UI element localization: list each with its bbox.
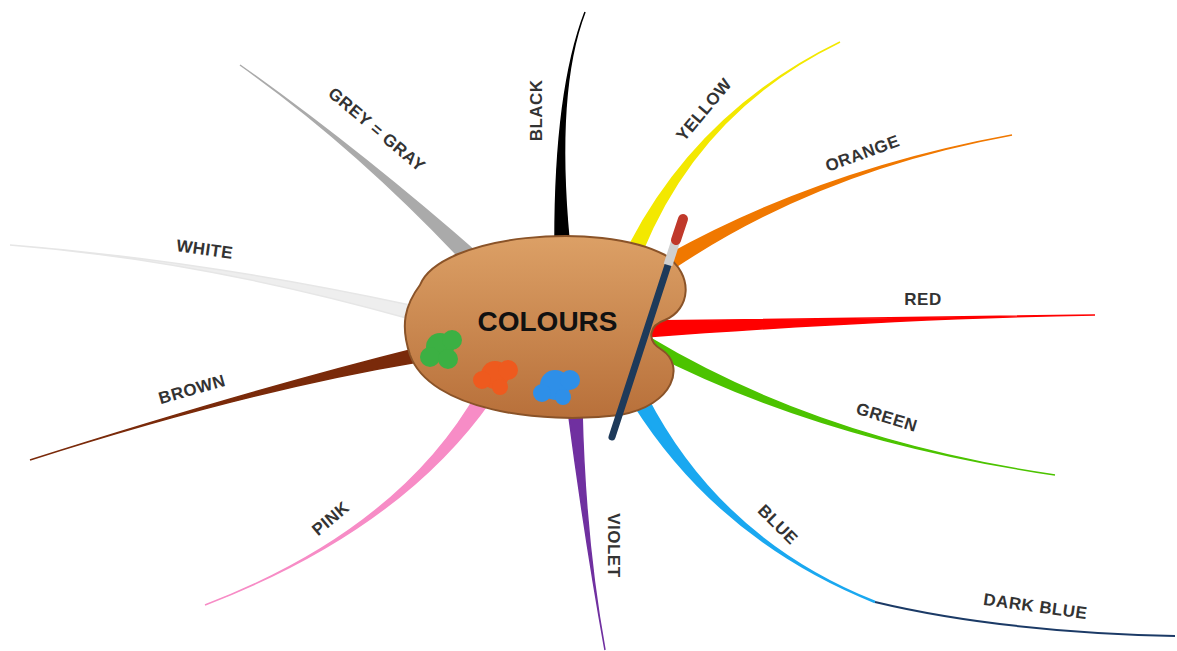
blue-label: BLUE bbox=[753, 501, 800, 548]
brown-label: BROWN bbox=[156, 372, 227, 409]
violet-label: VIOLET bbox=[603, 513, 622, 577]
black-label: BLACK bbox=[528, 79, 547, 141]
red-branch bbox=[645, 315, 1095, 337]
black-branch bbox=[555, 12, 585, 240]
white-label: WHITE bbox=[175, 237, 234, 263]
yellow-label: YELLOW bbox=[674, 75, 737, 145]
red-label: RED bbox=[904, 291, 941, 310]
violet-branch bbox=[568, 410, 605, 650]
green-label: GREEN bbox=[853, 400, 919, 436]
pink-branch bbox=[205, 390, 491, 605]
orange-label: ORANGE bbox=[823, 132, 902, 176]
brown-branch bbox=[30, 348, 418, 460]
palette-node: COLOURS bbox=[400, 225, 695, 420]
dark-blue-label: DARK BLUE bbox=[982, 590, 1088, 623]
blue-branch bbox=[634, 396, 875, 602]
centre-title: COLOURS bbox=[478, 307, 618, 338]
grey-branch bbox=[240, 65, 484, 271]
pink-label: PINK bbox=[309, 498, 354, 540]
green-branch bbox=[650, 338, 1055, 475]
grey-label: GREY = GRAY bbox=[324, 84, 428, 176]
